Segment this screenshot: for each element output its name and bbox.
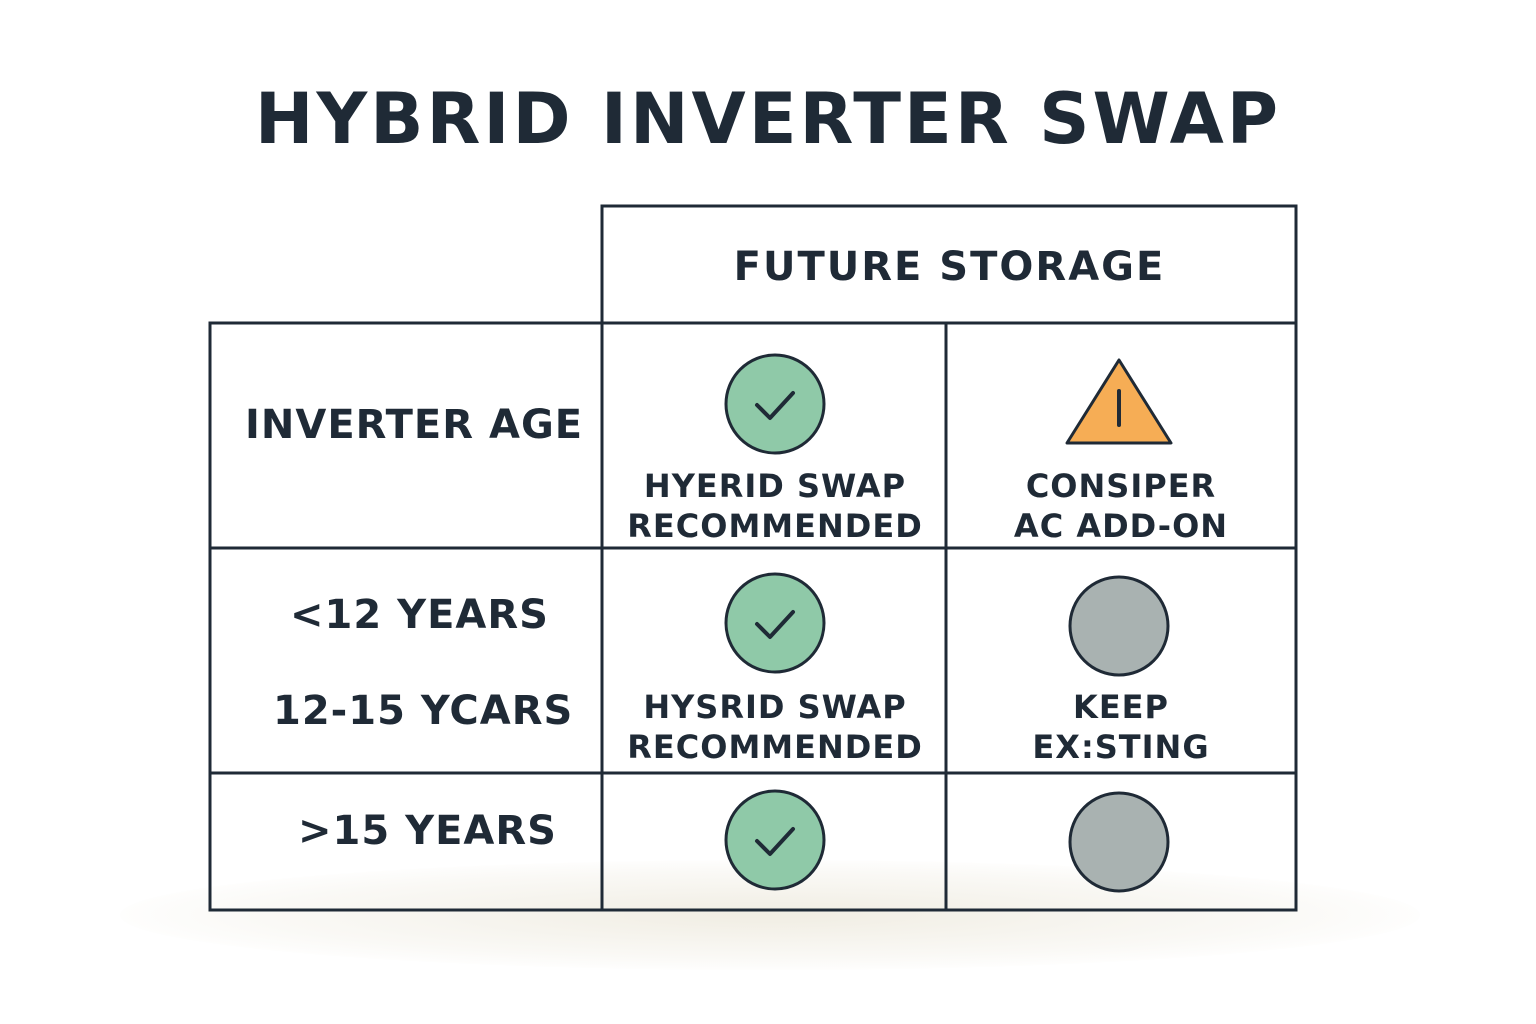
row-label-12-15: 12-15 YCARS — [273, 688, 574, 734]
gray-circle-icon — [1068, 575, 1170, 677]
column-header-future-storage: FUTURE STORAGE — [733, 244, 1166, 290]
cell-caption-line: KEEP — [1073, 688, 1169, 726]
cell-caption-line: RECOMMENDED — [627, 507, 923, 545]
cell-caption: HYSRID SWAP RECOMMENDED — [604, 687, 946, 767]
check-circle-icon — [724, 789, 826, 891]
row-header-inverter-age: INVERTER AGE — [245, 402, 584, 448]
table-body-box — [208, 321, 1298, 912]
cell-caption-line: HYERID SWAP — [643, 467, 907, 505]
cell-caption-line: RECOMMENDED — [627, 728, 923, 766]
cell-caption: HYERID SWAP RECOMMENDED — [604, 466, 946, 546]
cell-caption-line: AC ADD-ON — [1013, 507, 1229, 545]
check-circle-icon — [724, 572, 826, 674]
gray-circle-icon — [1068, 791, 1170, 893]
warning-triangle-icon — [1065, 358, 1173, 445]
cell-caption-line: CONSIPER — [1025, 467, 1217, 505]
check-circle-icon — [724, 353, 826, 455]
row-label-under-12: <12 YEARS — [290, 592, 549, 638]
cell-caption-line: HYSRID SWAP — [643, 688, 907, 726]
cell-caption: KEEP EX:STING — [948, 687, 1294, 767]
row-label-over-15: >15 YEARS — [298, 808, 557, 854]
page-title: HYBRID INVERTER SWAP — [254, 78, 1282, 160]
cell-caption-line: EX:STING — [1032, 728, 1210, 766]
cell-caption: CONSIPER AC ADD-ON — [948, 466, 1294, 546]
